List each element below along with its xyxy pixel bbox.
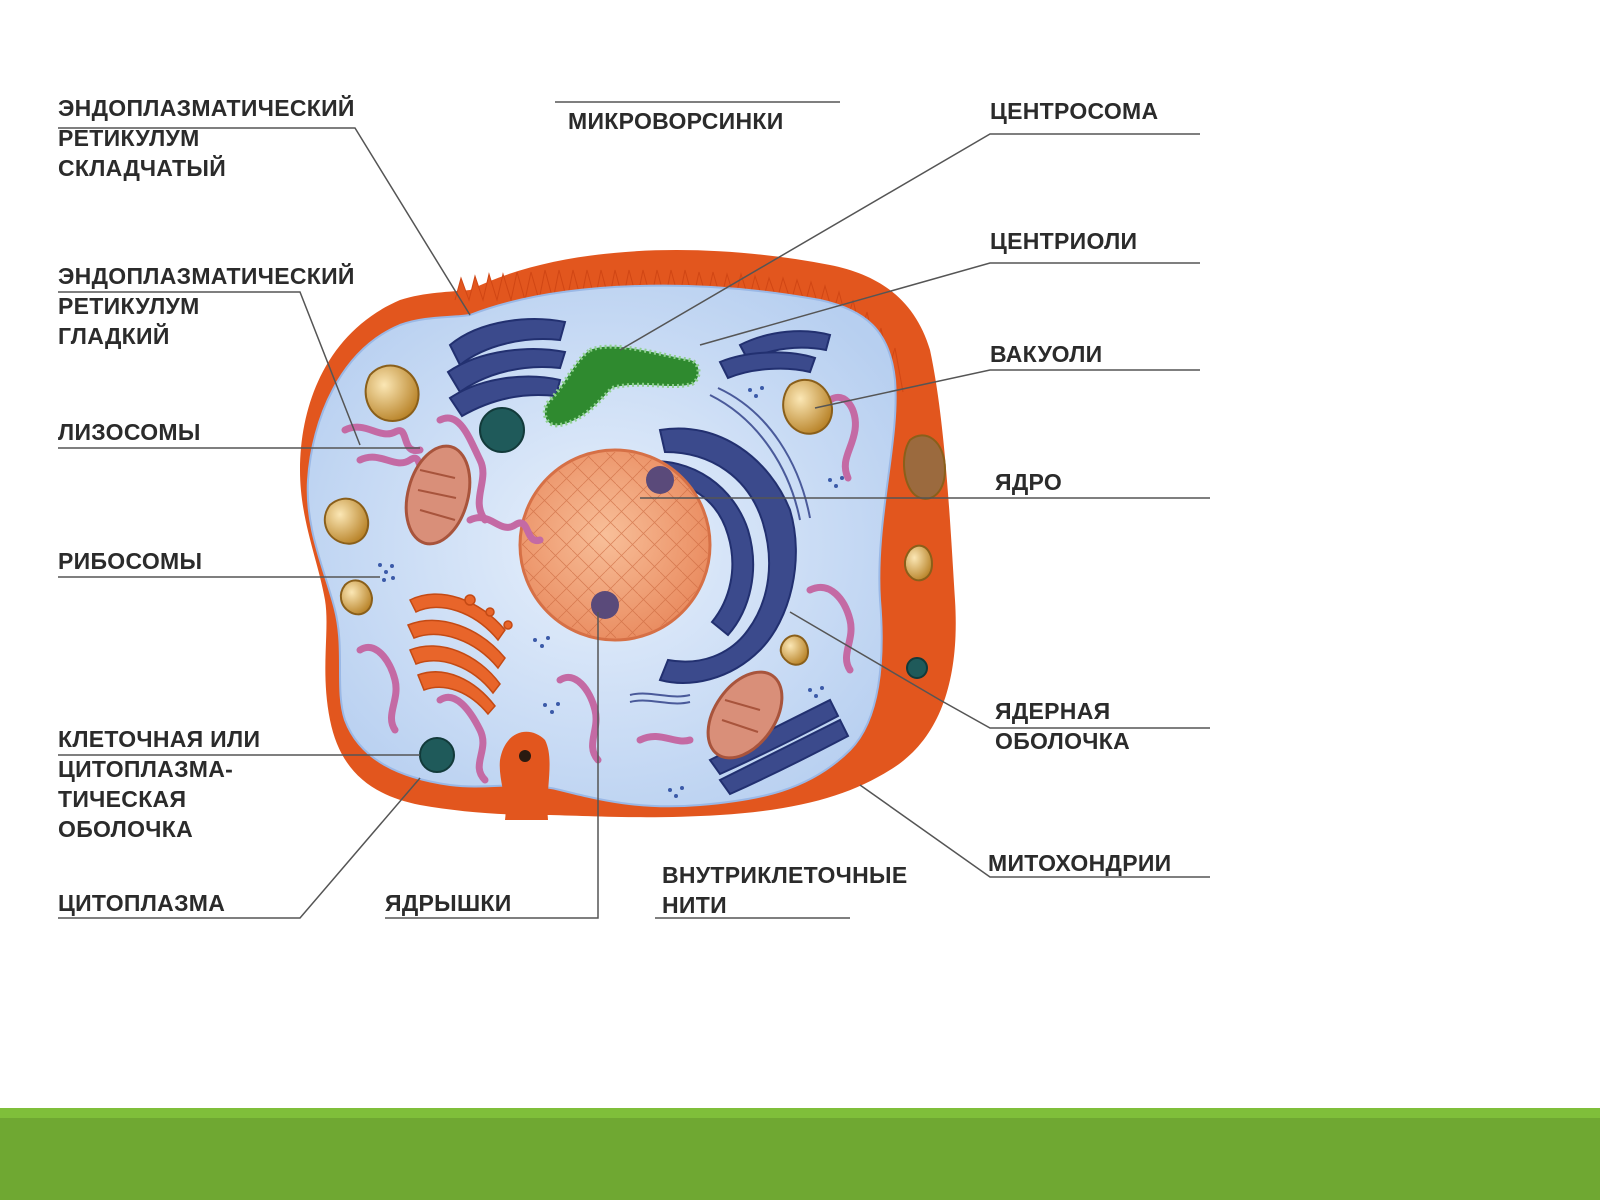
label-nucleoli: ЯДРЫШКИ xyxy=(385,890,512,916)
label-microvilli: МИКРОВОРСИНКИ xyxy=(568,108,784,134)
nucleolus-shape-2 xyxy=(591,591,619,619)
filaments-shape xyxy=(629,387,811,705)
label-er-smooth: ЭНДОПЛАЗМАТИЧЕСКИЙ РЕТИКУЛУМ ГЛАДКИЙ xyxy=(58,263,355,349)
label-ribosomes: РИБОСОМЫ xyxy=(58,548,203,574)
rough-er-shape xyxy=(446,318,850,796)
label-lysosomes: ЛИЗОСОМЫ xyxy=(58,419,201,445)
membrane-invagination xyxy=(499,731,550,820)
label-filaments: ВНУТРИКЛЕТОЧНЫЕ НИТИ xyxy=(662,862,908,918)
label-mitochondria: МИТОХОНДРИИ xyxy=(988,850,1172,876)
nucleolus-shape-1 xyxy=(646,466,674,494)
golgi-shape xyxy=(406,593,513,716)
vacuole-shape xyxy=(323,364,947,666)
label-er-rough: ЭНДОПЛАЗМАТИЧЕСКИЙ РЕТИКУЛУМ СКЛАДЧАТЫЙ xyxy=(58,95,355,181)
label-nucleus: ЯДРО xyxy=(995,469,1063,495)
label-centrosome: ЦЕНТРОСОМА xyxy=(990,98,1159,124)
mitochondria-shape xyxy=(404,444,784,760)
label-cell-membrane: КЛЕТОЧНАЯ ИЛИ ЦИТОПЛАЗМА- ТИЧЕСКАЯ ОБОЛО… xyxy=(58,726,261,842)
centrosome-shape xyxy=(542,344,701,428)
leader-lines xyxy=(58,101,1210,919)
label-cytoplasm: ЦИТОПЛАЗМА xyxy=(58,890,226,916)
footer-band xyxy=(0,1108,1600,1200)
label-centrioles: ЦЕНТРИОЛИ xyxy=(990,228,1138,254)
ribosome-dots xyxy=(378,386,844,798)
vesicle-shape xyxy=(419,407,928,773)
label-vacuoles: ВАКУОЛИ xyxy=(990,341,1103,367)
label-nuclear-envelope: ЯДЕРНАЯ ОБОЛОЧКА xyxy=(995,698,1130,754)
invagination-dot xyxy=(519,750,531,762)
